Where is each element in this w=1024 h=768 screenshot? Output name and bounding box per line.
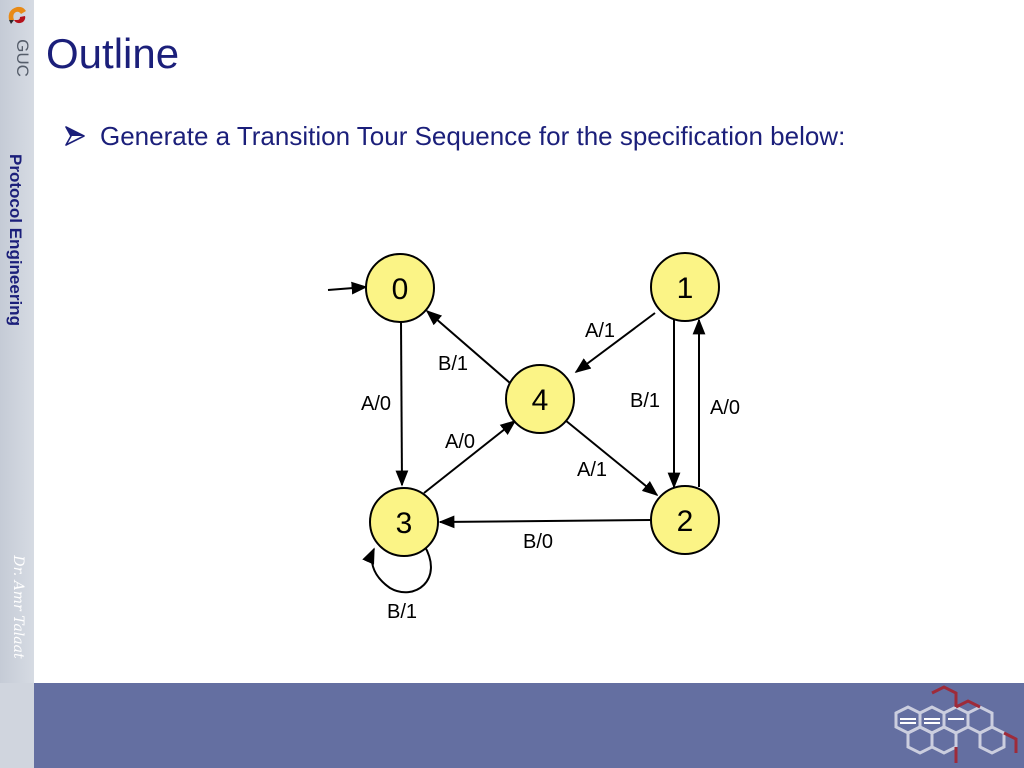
hexagon-network-logo <box>894 685 1018 763</box>
page-title: Outline <box>46 30 180 77</box>
label-3-4: A/0 <box>445 431 475 453</box>
label-4-2: A/1 <box>577 459 607 481</box>
label-2-1: A/0 <box>710 397 740 419</box>
edge-2-3 <box>438 515 652 529</box>
edge-4-2 <box>564 419 659 497</box>
sidebar-lower-band <box>0 683 34 768</box>
footer-band <box>34 683 1024 768</box>
label-3-3: B/1 <box>387 601 417 623</box>
state-4-label: 4 <box>532 384 549 417</box>
state-0-label: 0 <box>392 273 409 306</box>
state-3-label: 3 <box>396 507 413 540</box>
arrow-bullet-icon <box>65 126 85 146</box>
edge-3-4 <box>423 420 517 494</box>
state-1-label: 1 <box>677 272 694 305</box>
state-1: 1 <box>650 252 720 322</box>
logo-text: GUC <box>13 39 32 77</box>
label-1-4: A/1 <box>585 320 615 342</box>
state-2-label: 2 <box>677 505 694 538</box>
edge-1-4 <box>574 312 656 373</box>
state-0: 0 <box>365 253 435 323</box>
sidebar-author: Dr. Amr Talaat <box>10 555 26 659</box>
label-2-3: B/0 <box>523 531 553 553</box>
sidebar-title: Protocol Engineering <box>6 154 25 326</box>
edge-3-3 <box>362 544 432 594</box>
state-2: 2 <box>650 485 720 555</box>
edge-4-0 <box>425 309 511 384</box>
bullet-text: Generate a Transition Tour Sequence for … <box>100 120 846 151</box>
guc-logo: GUC <box>2 4 32 84</box>
initial-arrow <box>327 281 368 295</box>
state-4: 4 <box>505 364 575 434</box>
label-4-0: B/1 <box>438 353 468 375</box>
edge-0-3 <box>395 321 409 487</box>
state-diagram: 0 1 2 3 4 A/0 B/1 A/1 B/1 A/0 A/1 A/0 B/… <box>310 240 750 630</box>
label-0-3: A/0 <box>361 393 391 415</box>
sidebar <box>0 0 34 768</box>
label-1-2: B/1 <box>630 390 660 412</box>
bullet-item: Generate a Transition Tour Sequence for … <box>64 118 845 154</box>
state-3: 3 <box>369 487 439 557</box>
